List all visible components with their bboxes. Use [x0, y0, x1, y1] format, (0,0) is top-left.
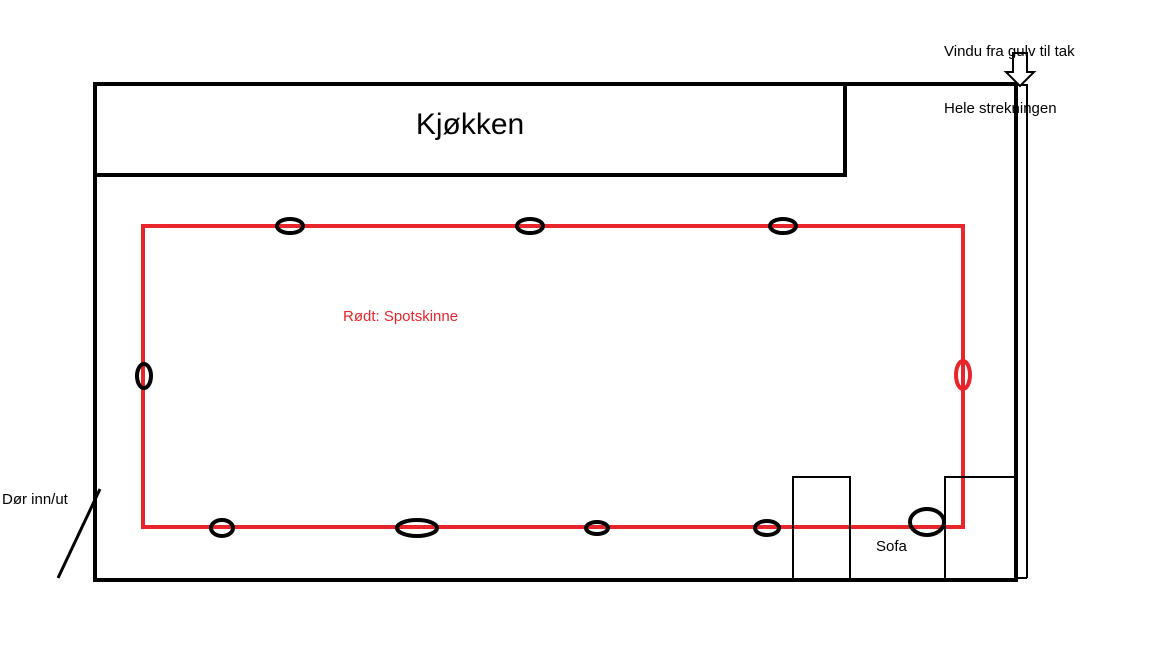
door-label: Dør inn/ut [2, 491, 68, 508]
sofa-right-rect [944, 476, 1017, 581]
sofa-left-rect [792, 476, 851, 581]
spot-bottom-5 [908, 507, 946, 537]
kitchen-area-rect [93, 82, 847, 177]
spot-bottom-1 [209, 518, 235, 538]
outer-wall-rect [93, 82, 1018, 582]
spot-bottom-3 [584, 520, 610, 536]
spot-top-3 [768, 217, 798, 235]
spot-right-1 [954, 359, 972, 391]
spot-left-1 [135, 362, 153, 390]
door-leader-line [56, 488, 102, 579]
window-note: Vindu fra gulv til tak Hele strekningen [944, 4, 1075, 157]
spot-top-2 [515, 217, 545, 235]
window-note-line-2: Hele strekningen [944, 100, 1057, 117]
spot-track-legend: Rødt: Spotskinne [343, 308, 459, 325]
spot-top-1 [275, 217, 305, 235]
spotlight-group [135, 217, 972, 538]
spot-bottom-2 [395, 518, 439, 538]
window-arrow-icon [1003, 52, 1037, 88]
sofa-label: Sofa [876, 538, 907, 555]
spot-bottom-4 [753, 519, 781, 537]
window-note-line-1: Vindu fra gulv til tak [944, 42, 1075, 60]
spot-track-rect [141, 224, 965, 529]
kitchen-label: Kjøkken [415, 108, 525, 141]
